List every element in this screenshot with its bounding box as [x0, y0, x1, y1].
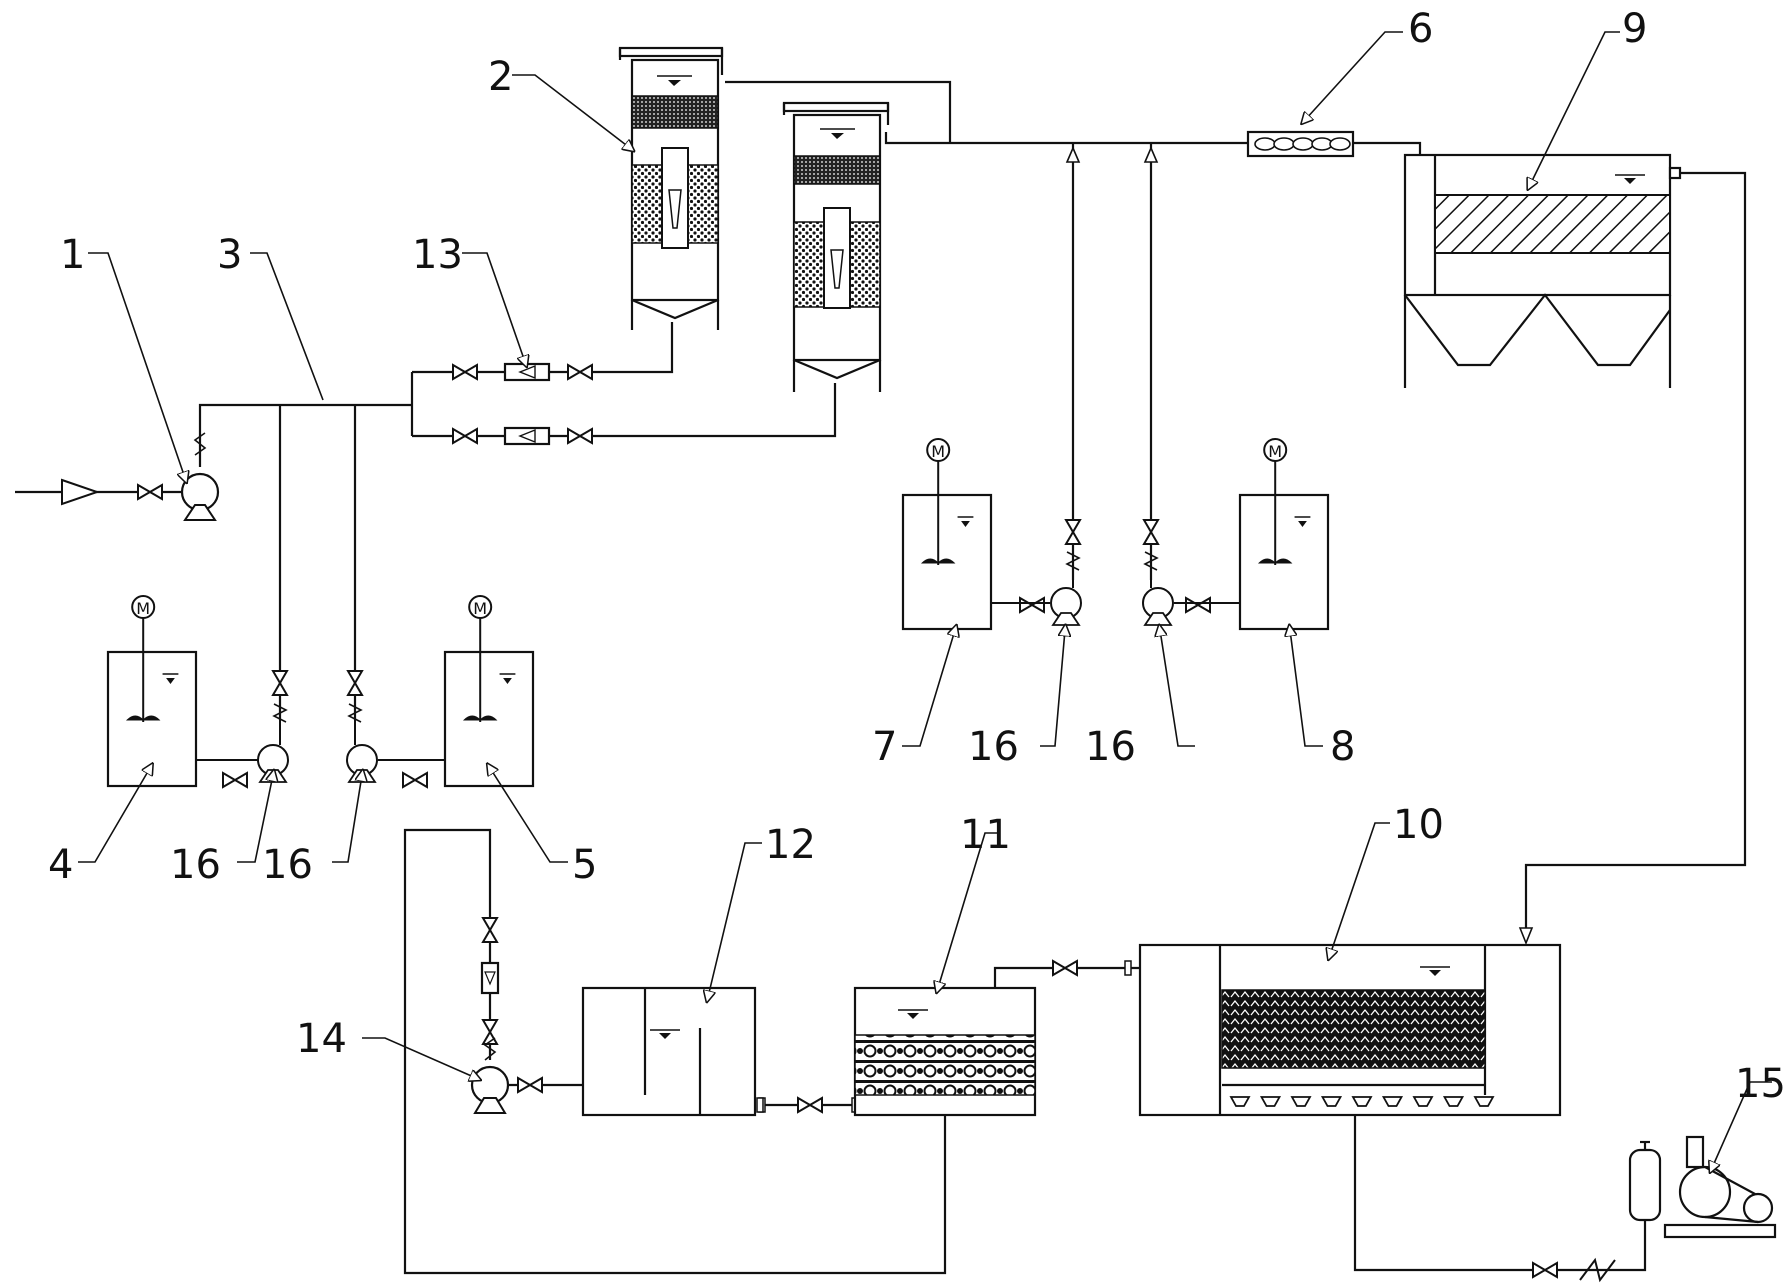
valve-icon[interactable] [481, 1019, 499, 1045]
valve-icon[interactable] [1142, 519, 1160, 545]
valve-icon[interactable] [1052, 959, 1078, 977]
agitator-motor-icon: M [926, 438, 951, 462]
blower-15[interactable] [1628, 1135, 1777, 1239]
recirculation-pump-14[interactable] [470, 1037, 510, 1114]
tank-10-inlet-arrow [1518, 927, 1534, 946]
aeration-tank-10 [1138, 943, 1562, 1117]
reactor-2-second-column [782, 101, 890, 392]
valve-icon[interactable] [481, 917, 499, 943]
leader-lines [78, 31, 1772, 1168]
diffuser-icon [1259, 1096, 1282, 1107]
feed-line-reactor-2 [412, 383, 837, 438]
label-dosing-pump-c: 16 [968, 724, 1019, 770]
valve-icon[interactable] [452, 427, 478, 445]
svg-text:M: M [473, 599, 487, 618]
label-dosing-tank-7: 7 [872, 724, 897, 770]
label-settler: 9 [1622, 6, 1647, 52]
label-dosing-tank-8: 8 [1330, 724, 1355, 770]
main-header-pipe [198, 403, 412, 467]
diffuser-icon [1412, 1096, 1434, 1107]
valve-icon[interactable] [517, 1076, 543, 1094]
check-valve-icon [1579, 1257, 1616, 1283]
settler-outlet-pipe [1524, 171, 1747, 930]
flowmeter-13-upper [503, 362, 551, 382]
valve-icon[interactable] [402, 771, 428, 789]
diffuser-icon [1290, 1096, 1312, 1107]
valve-icon[interactable] [1019, 596, 1045, 614]
piping [15, 80, 1747, 1275]
overflow-line-reactor-2 [884, 132, 1248, 145]
tank-12 [581, 986, 757, 1117]
valve-icon[interactable] [346, 670, 364, 696]
check-valve-icon [272, 703, 288, 723]
recirculation-loop [403, 828, 947, 1275]
valve-icon[interactable] [271, 670, 289, 696]
flowmeter-13-lower [503, 426, 551, 446]
overflow-line-reactor-1 [725, 80, 952, 143]
check-valve-icon [347, 703, 363, 723]
dosing-tank-8: M [1238, 438, 1330, 631]
label-dosing-tank-5: 5 [572, 842, 597, 888]
dosing-tanks: M M M M [106, 438, 1330, 788]
riser-arrow-7 [1065, 145, 1081, 163]
valve-icon[interactable] [797, 1096, 823, 1114]
valve-icon[interactable] [1185, 596, 1211, 614]
tank-11 [853, 986, 1037, 1117]
label-dosing-pump-b: 16 [262, 842, 313, 888]
label-mixer: 6 [1408, 6, 1433, 52]
svg-text:M: M [1268, 442, 1282, 461]
reactor-2-first-column [618, 46, 724, 330]
diffuser-row [1229, 1096, 1495, 1107]
valve-icon[interactable] [567, 427, 593, 445]
aeration-line [1353, 1085, 1647, 1272]
dosing-pump-icon[interactable] [196, 720, 289, 783]
inlet-arrow [61, 478, 101, 506]
static-mixer-6 [1246, 130, 1355, 158]
label-dosing-pump-a: 16 [170, 842, 221, 888]
valve-icon[interactable] [1532, 1261, 1558, 1279]
label-feed-pump: 1 [60, 232, 85, 278]
label-recirculation-pump: 14 [296, 1016, 347, 1062]
dosing-pump-icon[interactable] [991, 563, 1082, 626]
label-tank-11: 11 [960, 812, 1011, 858]
label-main-header: 3 [217, 232, 242, 278]
agitator-motor-icon: M [131, 595, 156, 619]
dosing-tank-4: M [106, 595, 198, 788]
feed-line-reactor-1 [412, 322, 674, 374]
svg-text:M: M [931, 442, 945, 461]
settler-9 [1403, 153, 1682, 388]
agitator-motor-icon: M [1263, 438, 1288, 462]
diffuser-icon [1381, 1096, 1404, 1107]
svg-text:M: M [136, 599, 150, 618]
label-dosing-pump-d: 16 [1085, 724, 1136, 770]
dosing-tank-5: M [443, 595, 535, 788]
label-dosing-tank-4: 4 [48, 842, 73, 888]
label-reactor: 2 [488, 54, 513, 100]
riser-arrow-8 [1143, 145, 1159, 163]
diffuser-icon [1229, 1096, 1251, 1107]
valve-icon[interactable] [567, 363, 593, 381]
callout-labels: 1 3 2 13 4 5 6 9 10 11 12 14 15 7 8 16 1… [48, 6, 1786, 1107]
flowmeter-14 [480, 961, 500, 995]
diffuser-icon [1320, 1096, 1343, 1107]
dosing-pump-icon[interactable] [1142, 563, 1240, 626]
label-flowmeter: 13 [412, 232, 463, 278]
valve-icon[interactable] [137, 483, 163, 501]
diffuser-icon [1351, 1096, 1373, 1107]
diffuser-icon [1442, 1096, 1465, 1107]
label-aeration-tank: 10 [1393, 802, 1444, 848]
label-blower: 15 [1735, 1061, 1786, 1107]
valve-icon[interactable] [452, 363, 478, 381]
diffuser-icon [1473, 1096, 1495, 1107]
dosing-tank-7: M [901, 438, 993, 631]
feed-pump[interactable] [180, 432, 220, 521]
valve-icon[interactable] [1064, 519, 1082, 545]
agitator-motor-icon: M [468, 595, 493, 619]
dosing-pump-icon[interactable] [346, 720, 445, 783]
label-tank-12: 12 [765, 822, 816, 868]
valve-icon[interactable] [222, 771, 248, 789]
